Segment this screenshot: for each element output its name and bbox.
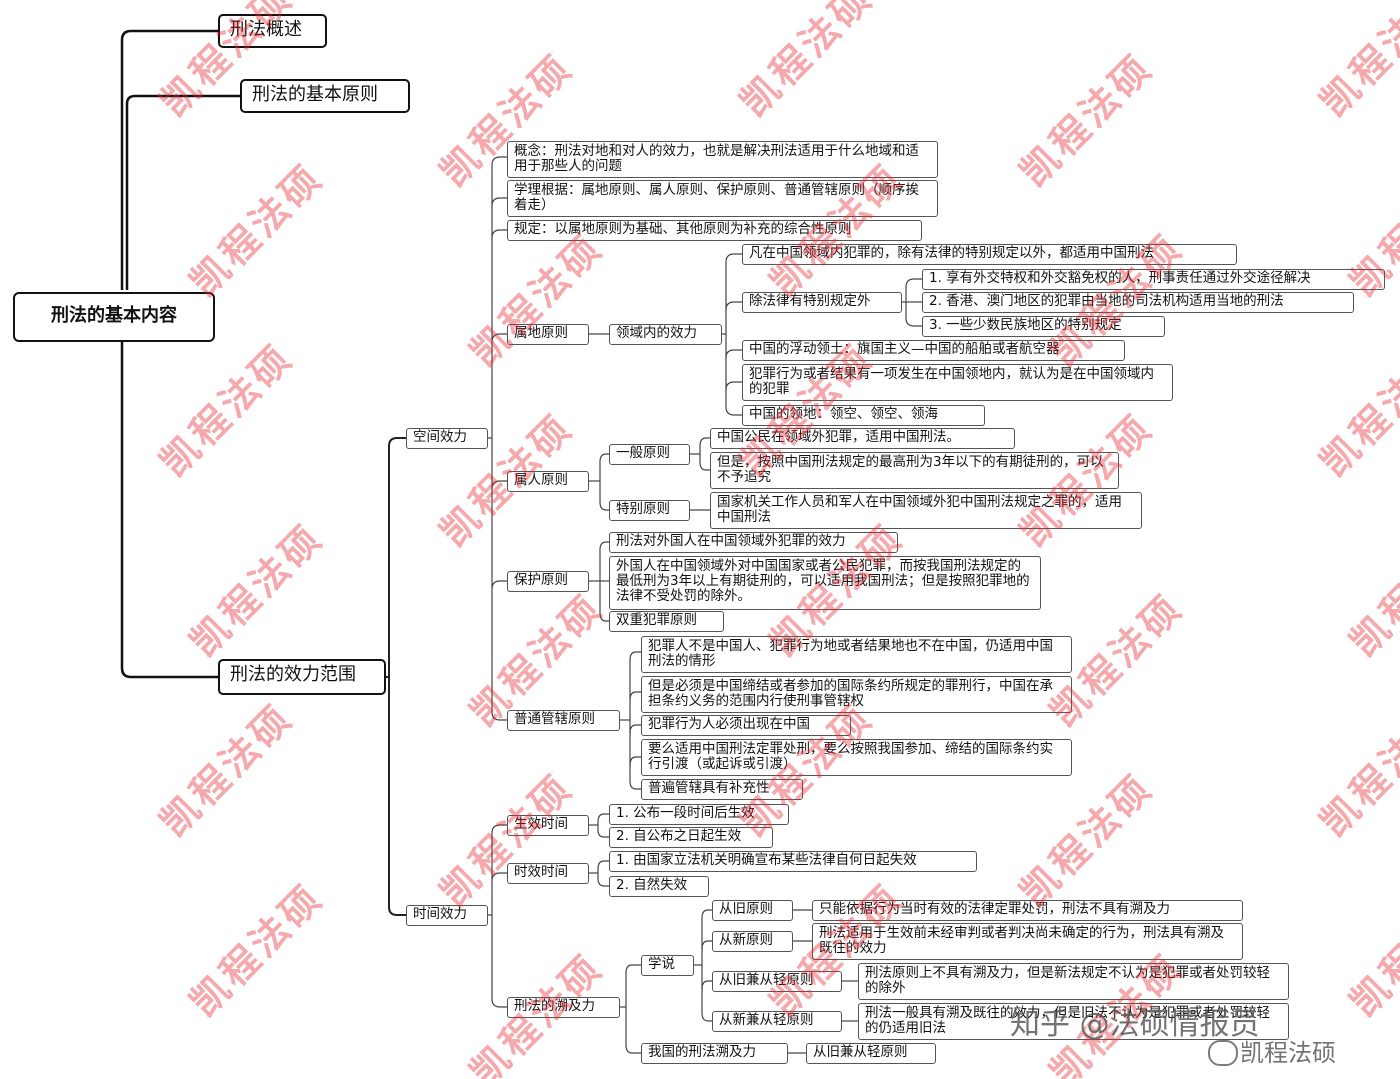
- new-law-principle-node[interactable]: 从新原则: [712, 931, 793, 952]
- universal-extradition-node[interactable]: 要么适用中国刑法定罪处刑，要么按照我国参加、缔结的国际条约实行引渡（或起诉或引渡…: [641, 739, 1072, 776]
- within-territory-node[interactable]: 领域内的效力: [609, 324, 722, 345]
- expiry-declared-node[interactable]: 1. 由国家立法机关明确宣布某些法律自何日起失效: [609, 851, 977, 872]
- personal-principle-node[interactable]: 属人原则: [507, 471, 589, 492]
- protective-condition-node[interactable]: 外国人在中国领域外对中国国家或者公民犯罪，而按我国刑法规定的最低刑为3年以上有期…: [609, 556, 1041, 610]
- universal-presence-node[interactable]: 犯罪行为人必须出现在中国: [641, 715, 851, 736]
- protective-effect-node[interactable]: 刑法对外国人在中国领域外犯罪的效力: [609, 532, 898, 553]
- effective-time-node[interactable]: 生效时间: [507, 815, 589, 836]
- retroactivity-node[interactable]: 刑法的溯及力: [507, 997, 620, 1018]
- exception-minority-node[interactable]: 3. 一些少数民族地区的特别规定: [922, 316, 1165, 337]
- scope-node[interactable]: 刑法的效力范围: [218, 659, 386, 695]
- territorial-general-node[interactable]: 凡在中国领域内犯罪的，除有法律的特别规定以外，都适用中国刑法: [742, 244, 1237, 265]
- exception-hk-macau-node[interactable]: 2. 香港、澳门地区的犯罪由当地的司法机构适用当地的刑法: [922, 292, 1354, 313]
- effective-on-publish-node[interactable]: 2. 自公布之日起生效: [609, 827, 773, 848]
- weibo-logo-icon: [1208, 1040, 1238, 1066]
- personal-general-node[interactable]: 一般原则: [609, 444, 690, 465]
- root-node[interactable]: 刑法的基本内容: [13, 292, 215, 342]
- exception-diplomatic-node[interactable]: 1. 享有外交特权和外交豁免权的人，刑事责任通过外交途径解决: [922, 269, 1385, 290]
- effective-after-period-node[interactable]: 1. 公布一段时间后生效: [609, 804, 789, 825]
- old-lighter-principle-node[interactable]: 从旧兼从轻原则: [712, 971, 842, 992]
- personal-special-node[interactable]: 特别原则: [609, 500, 690, 521]
- minor-crime-exception-node[interactable]: 但是，按照中国刑法规定的最高刑为3年以下的有期徒刑的，可以不予追究: [710, 452, 1119, 489]
- citizen-abroad-node[interactable]: 中国公民在领域外犯罪，适用中国刑法。: [710, 428, 1015, 449]
- credit-overlay: 知乎 @法硕情报员 凯程法硕: [1000, 1010, 1392, 1068]
- territorial-principle-node[interactable]: 属地原则: [507, 324, 589, 345]
- credit-account-text: 凯程法硕: [1240, 1039, 1336, 1067]
- china-retroactivity-value-node[interactable]: 从旧兼从轻原则: [806, 1043, 936, 1064]
- new-lighter-principle-node[interactable]: 从新兼从轻原则: [712, 1011, 842, 1032]
- time-effect-node[interactable]: 时间效力: [406, 905, 488, 926]
- universal-principle-node[interactable]: 普通管辖原则: [507, 710, 620, 731]
- expiry-time-node[interactable]: 时效时间: [507, 863, 589, 884]
- theory-basis-node[interactable]: 学理根据：属地原则、属人原则、保护原则、普通管辖原则（顺序挨着走）: [507, 180, 938, 217]
- doctrine-node[interactable]: 学说: [641, 955, 694, 976]
- old-law-desc-node[interactable]: 只能依据行为当时有效的法律定罪处罚，刑法不具有溯及力: [812, 900, 1243, 921]
- universal-treaty-node[interactable]: 但是必须是中国缔结或者参加的国际条约所规定的罪刑行，中国在承担条约义务的范围内行…: [641, 676, 1072, 713]
- officials-abroad-node[interactable]: 国家机关工作人员和军人在中国领域外犯中国刑法规定之罪的，适用中国刑法: [710, 492, 1142, 529]
- basic-principles-node[interactable]: 刑法的基本原则: [240, 79, 410, 113]
- expiry-natural-node[interactable]: 2. 自然失效: [609, 876, 709, 897]
- double-criminality-node[interactable]: 双重犯罪原则: [609, 611, 724, 632]
- concept-node[interactable]: 概念：刑法对地和对人的效力，也就是解决刑法适用于什么地域和适用于那些人的问题: [507, 141, 938, 178]
- floating-territory-node[interactable]: 中国的浮动领土：旗国主义—中国的船舶或者航空器: [742, 340, 1125, 361]
- special-provision-node[interactable]: 除法律有特别规定外: [742, 292, 902, 313]
- universal-supplementary-node[interactable]: 普遍管辖具有补充性: [641, 779, 803, 800]
- new-law-desc-node[interactable]: 刑法适用于生效前未经审判或者判决尚未确定的行为，刑法具有溯及既往的效力: [812, 923, 1243, 960]
- credit-platform-text: 知乎 @法硕情报员: [1010, 1007, 1260, 1042]
- chinese-territory-node[interactable]: 中国的领地：领空、领空、领海: [742, 405, 985, 426]
- old-law-principle-node[interactable]: 从旧原则: [712, 900, 793, 921]
- new-lighter-desc-node[interactable]: 刑法一般具有溯及既往的效力，但是旧法不认为是犯罪或者处罚较轻的仍适用旧法: [858, 1003, 1289, 1040]
- space-effect-node[interactable]: 空间效力: [406, 428, 488, 449]
- china-retroactivity-node[interactable]: 我国的刑法溯及力: [641, 1043, 788, 1064]
- rule-node[interactable]: 规定：以属地原则为基础、其他原则为补充的综合性原则: [507, 220, 922, 241]
- overview-node[interactable]: 刑法概述: [218, 14, 327, 48]
- universal-situation-node[interactable]: 犯罪人不是中国人、犯罪行为地或者结果地也不在中国，仍适用中国刑法的情形: [641, 636, 1072, 673]
- old-lighter-desc-node[interactable]: 刑法原则上不具有溯及力，但是新法规定不认为是犯罪或者处罚较轻的除外: [858, 963, 1289, 1000]
- act-or-result-node[interactable]: 犯罪行为或者结果有一项发生在中国领地内，就认为是在中国领域内的犯罪: [742, 364, 1173, 401]
- protective-principle-node[interactable]: 保护原则: [507, 571, 589, 592]
